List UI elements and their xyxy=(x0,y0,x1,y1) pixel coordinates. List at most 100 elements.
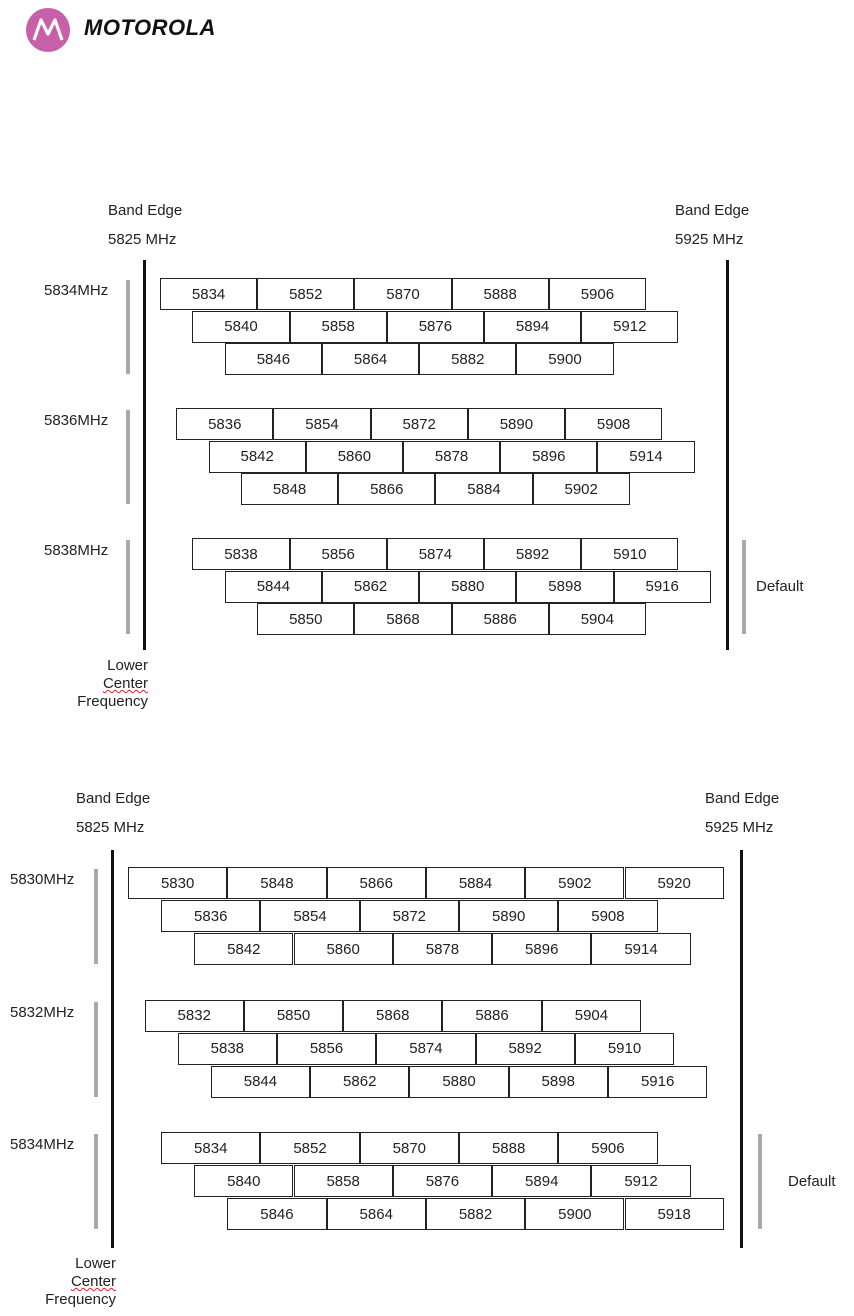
channel-cell: 5898 xyxy=(508,1065,608,1098)
group-bracket xyxy=(126,410,130,504)
channel-cell: 5876 xyxy=(392,1165,493,1198)
group-label: 5830MHz xyxy=(10,871,75,888)
channel-cell: 5910 xyxy=(574,1032,675,1065)
channel-cell: 5888 xyxy=(451,278,549,310)
band-edge-right-label: Band Edge xyxy=(675,202,750,219)
group-bracket xyxy=(94,869,98,965)
channel-cell: 5874 xyxy=(376,1032,476,1065)
group-label: 5834MHz xyxy=(10,1136,75,1153)
channel-cell: 5838 xyxy=(177,1032,277,1065)
band-edge-left-line xyxy=(143,260,146,650)
channel-cell: 5904 xyxy=(541,999,642,1032)
channel-cell: 5890 xyxy=(459,900,559,933)
channel-cell: 5882 xyxy=(425,1198,526,1231)
channel-cell: 5894 xyxy=(484,310,582,343)
band-edge-left-value: 5825 MHz xyxy=(76,819,145,836)
channel-cell: 5910 xyxy=(581,538,679,570)
channel-cell: 5896 xyxy=(500,440,598,473)
channel-cell: 5888 xyxy=(459,1132,559,1164)
channel-cell: 5862 xyxy=(310,1065,410,1098)
channel-cell: 5894 xyxy=(492,1165,592,1198)
channel-cell: 5868 xyxy=(343,999,443,1032)
channel-cell: 5912 xyxy=(581,310,679,343)
channel-cell: 5836 xyxy=(176,408,274,440)
group-bracket xyxy=(94,1001,98,1097)
channel-cell: 5856 xyxy=(289,538,387,570)
channel-cell: 5914 xyxy=(597,440,695,473)
lower-center-frequency-word: Lower xyxy=(107,657,148,674)
channel-cell: 5872 xyxy=(359,900,459,933)
channel-cell: 5864 xyxy=(326,1198,426,1231)
group-bracket xyxy=(126,280,130,374)
channel-cell: 5838 xyxy=(192,538,290,570)
channel-cell: 5858 xyxy=(293,1165,393,1198)
channel-cell: 5912 xyxy=(591,1165,691,1198)
channel-cell: 5834 xyxy=(160,278,258,310)
band-edge-left-label: Band Edge xyxy=(76,790,151,807)
band-edge-right-value: 5925 MHz xyxy=(675,231,744,248)
channel-cell: 5866 xyxy=(326,867,426,899)
lower-center-frequency-word: Center xyxy=(70,1273,116,1290)
channel-cell: 5882 xyxy=(419,343,517,375)
channel-cell: 5872 xyxy=(370,408,468,440)
channel-cell: 5850 xyxy=(257,603,355,635)
band-edge-left-label: Band Edge xyxy=(108,202,183,219)
group-label: 5836MHz xyxy=(44,412,109,429)
channel-cell: 5918 xyxy=(624,1198,724,1231)
channel-cell: 5892 xyxy=(484,538,582,570)
channel-cell: 5900 xyxy=(525,1198,625,1231)
default-bracket xyxy=(758,1134,762,1230)
channel-cell: 5844 xyxy=(224,570,322,603)
channel-cell: 5914 xyxy=(591,933,691,966)
band-edge-right-line xyxy=(740,850,743,1248)
channel-cell: 5848 xyxy=(227,867,327,899)
channel-cell: 5844 xyxy=(210,1065,311,1098)
channel-cell: 5880 xyxy=(419,570,517,603)
lower-center-frequency-word: Lower xyxy=(75,1255,116,1272)
group-bracket xyxy=(126,540,130,634)
channel-cell: 5884 xyxy=(435,473,533,505)
channel-cell: 5856 xyxy=(276,1032,377,1065)
channel-cell: 5840 xyxy=(192,310,290,343)
channel-cell: 5920 xyxy=(624,867,724,899)
channel-cell: 5852 xyxy=(260,1132,360,1164)
channel-cell: 5848 xyxy=(241,473,339,505)
default-label: Default xyxy=(756,577,804,595)
band-edge-right-label: Band Edge xyxy=(705,790,780,807)
channel-cell: 5830 xyxy=(128,867,228,899)
channel-cell: 5884 xyxy=(425,867,526,899)
channel-cell: 5846 xyxy=(224,343,322,375)
channel-cell: 5854 xyxy=(273,408,371,440)
channel-cell: 5874 xyxy=(386,538,484,570)
channel-cell: 5834 xyxy=(161,1132,261,1164)
channel-cell: 5870 xyxy=(359,1132,459,1164)
channel-cell: 5904 xyxy=(548,603,646,635)
channel-cell: 5886 xyxy=(442,999,542,1032)
brand-name: MOTOROLA xyxy=(84,15,216,40)
channel-cell: 5902 xyxy=(525,867,625,899)
group-bracket xyxy=(94,1134,98,1230)
channel-cell: 5880 xyxy=(409,1065,509,1098)
band-edge-right-line xyxy=(726,260,729,650)
lower-center-frequency-word: Frequency xyxy=(77,693,148,710)
channel-cell: 5860 xyxy=(305,440,403,473)
channel-cell: 5868 xyxy=(354,603,452,635)
channel-cell: 5876 xyxy=(386,310,484,343)
motorola-batwing-icon xyxy=(26,8,70,52)
channel-cell: 5886 xyxy=(451,603,549,635)
channel-cell: 5902 xyxy=(532,473,630,505)
channel-cell: 5840 xyxy=(194,1165,294,1198)
channel-cell: 5832 xyxy=(144,999,244,1032)
channel-cell: 5850 xyxy=(243,999,344,1032)
channel-cell: 5854 xyxy=(260,900,360,933)
channel-cell: 5900 xyxy=(516,343,614,375)
band-edge-right-value: 5925 MHz xyxy=(705,819,774,836)
default-bracket xyxy=(742,540,746,634)
channel-cell: 5878 xyxy=(392,933,493,966)
group-label: 5832MHz xyxy=(10,1003,75,1021)
channel-cell: 5896 xyxy=(492,933,592,966)
channel-cell: 5842 xyxy=(208,440,306,473)
motorola-logo: MOTOROLA xyxy=(26,8,266,54)
